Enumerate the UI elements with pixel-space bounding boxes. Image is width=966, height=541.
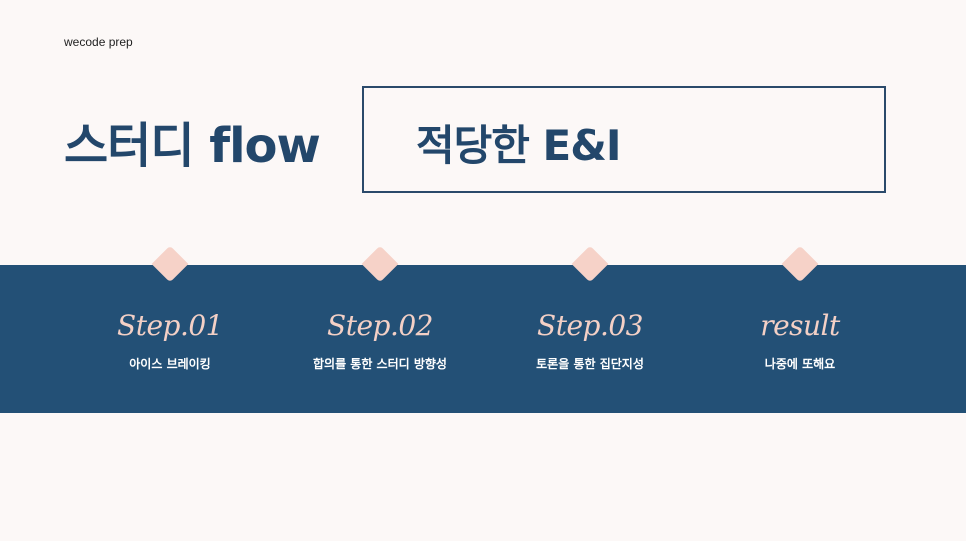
step-title: Step.01 — [117, 309, 223, 342]
slide-subtitle: 적당한 E&I — [416, 121, 621, 170]
diamond-marker-icon — [151, 245, 189, 283]
slide-title: 스터디 flow — [64, 118, 321, 174]
step-description: 아이스 브레이킹 — [129, 357, 211, 371]
step-band: Step.01 아이스 브레이킹 Step.02 합의를 통한 스터디 방향성 … — [0, 245, 966, 413]
step-description: 나중에 또해요 — [764, 357, 836, 371]
diamond-marker-icon — [361, 245, 399, 283]
diamond-marker-icon — [781, 245, 819, 283]
step-description: 합의를 통한 스터디 방향성 — [313, 357, 447, 371]
step-item-3: Step.03 토론을 통한 집단지성 — [480, 245, 700, 413]
step-item-2: Step.02 합의를 통한 스터디 방향성 — [270, 245, 490, 413]
step-item-result: result 나중에 또해요 — [690, 245, 910, 413]
brand-label: wecode prep — [64, 35, 133, 49]
subtitle-box: 적당한 E&I — [362, 86, 886, 193]
step-title: result — [760, 309, 840, 342]
diamond-marker-icon — [571, 245, 609, 283]
step-title: Step.03 — [537, 309, 643, 342]
step-item-1: Step.01 아이스 브레이킹 — [60, 245, 280, 413]
step-description: 토론을 통한 집단지성 — [536, 357, 644, 371]
step-title: Step.02 — [327, 309, 433, 342]
